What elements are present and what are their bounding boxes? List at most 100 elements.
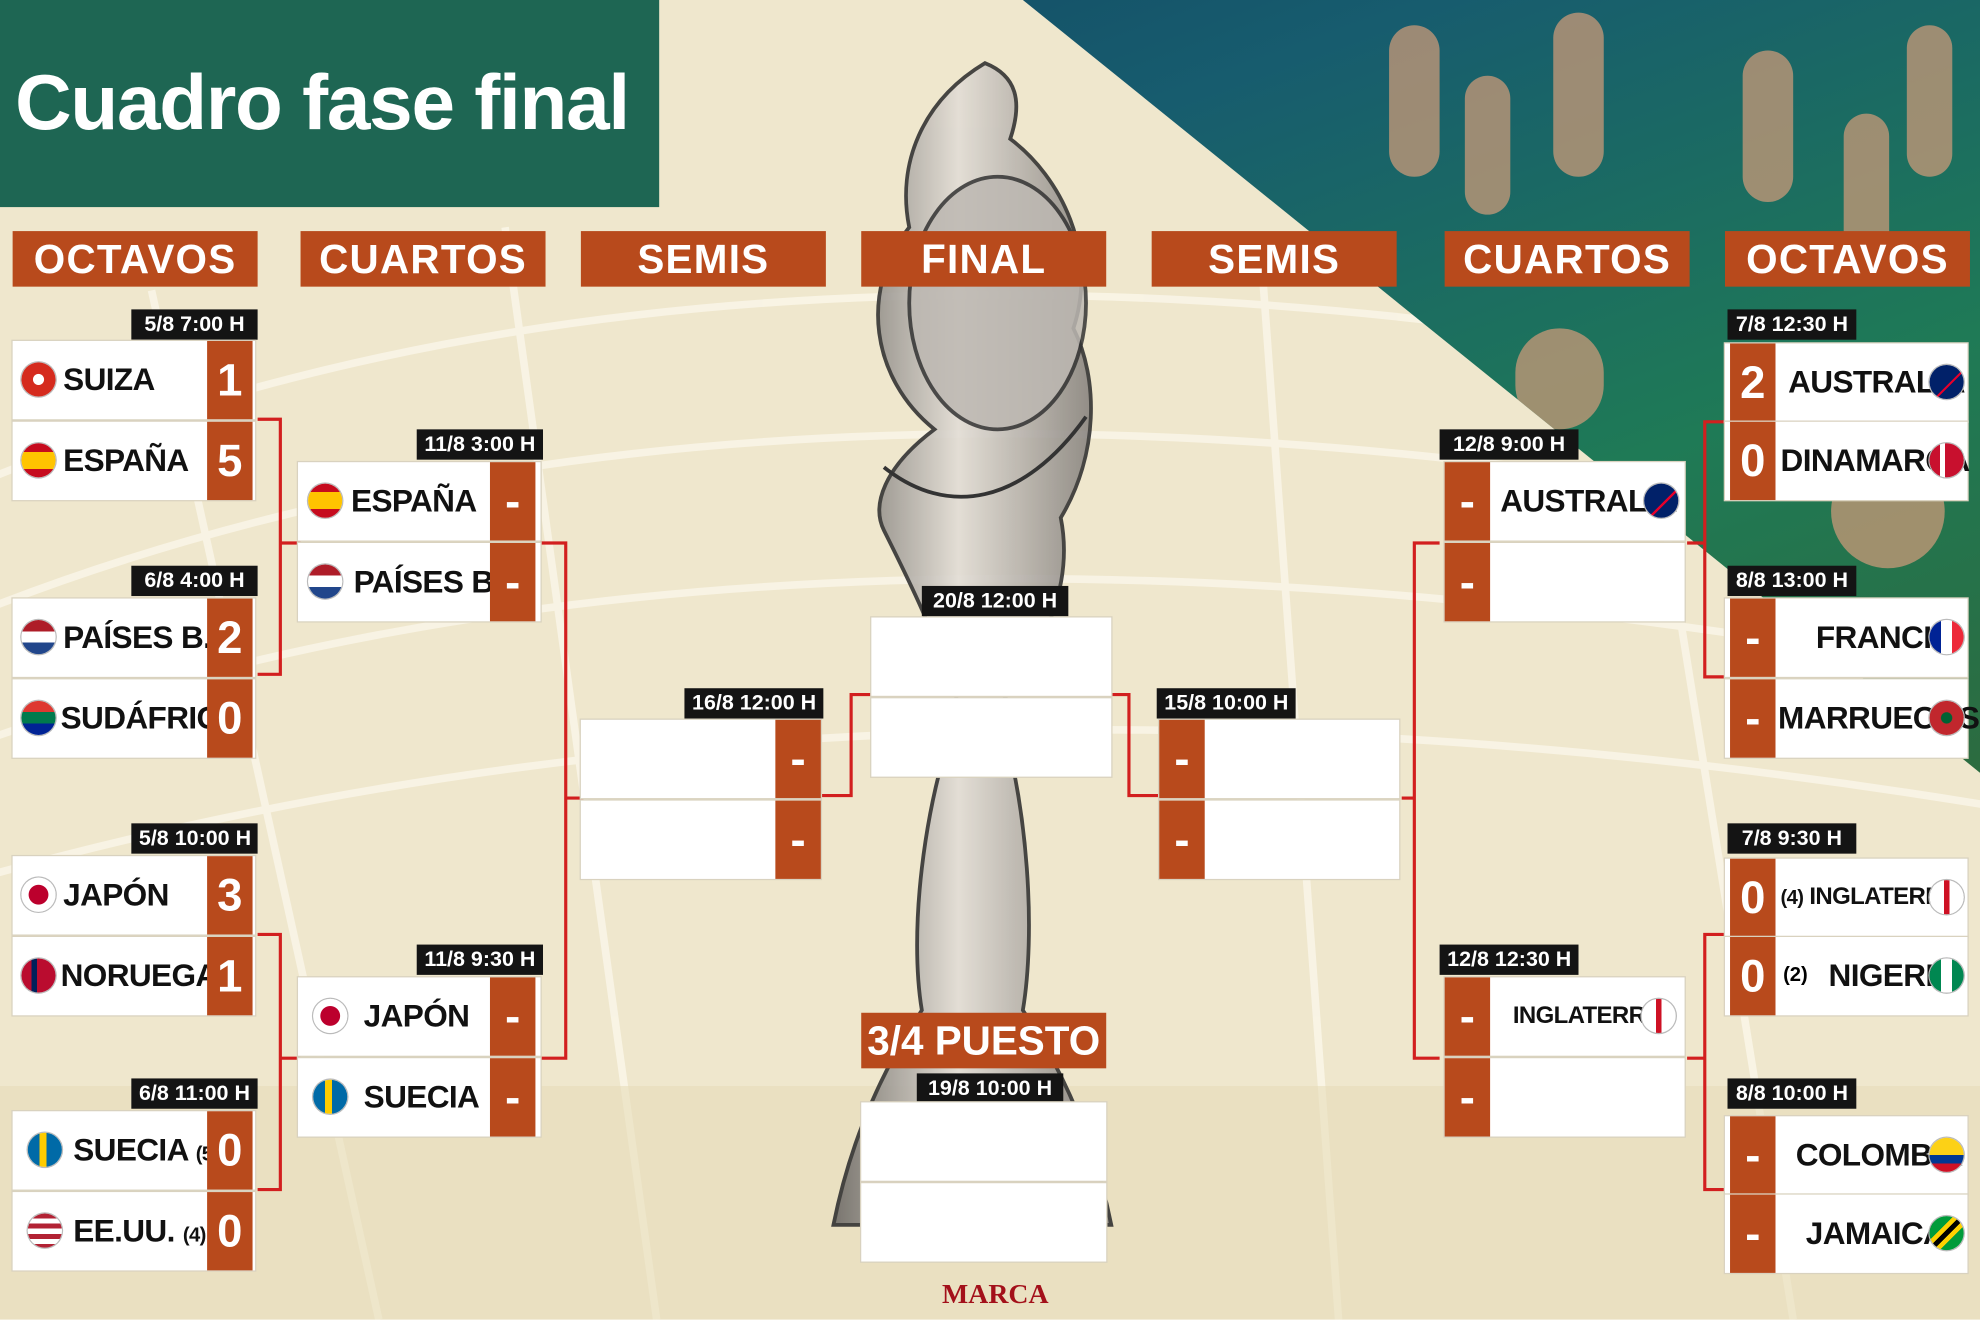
match-row	[861, 1102, 1107, 1181]
page-title: Cuadro fase final	[15, 59, 630, 147]
match-date: 11/8 9:30 H	[416, 944, 544, 975]
match-date: 11/8 3:00 H	[416, 429, 544, 460]
france-flag	[1929, 620, 1964, 655]
team-name: ESPAÑA	[351, 483, 477, 520]
match-row: EE.UU. (4) 0	[12, 1192, 256, 1271]
match-row: 0 (2) NIGERIA	[1724, 936, 1968, 1016]
team-score: 0	[1730, 421, 1776, 501]
match-row: JAPÓN -	[298, 977, 541, 1056]
match-row: SUDÁFRICA 0	[12, 679, 256, 758]
match-row: -	[1159, 719, 1400, 799]
match-date: 6/8 4:00 H	[131, 565, 258, 597]
match-date: 7/8 9:30 H	[1727, 823, 1857, 854]
round-header-left-cuartos: CUARTOS	[300, 231, 546, 287]
match-date: 5/8 10:00 H	[131, 823, 258, 854]
team-name: PAÍSES B.	[353, 564, 503, 600]
match-date: 12/8 9:00 H	[1439, 429, 1579, 460]
match-date: 7/8 12:30 H	[1727, 309, 1857, 340]
match-date: 12/8 12:30 H	[1439, 944, 1579, 975]
team-score: -	[775, 800, 821, 879]
round-header-left-semis: SEMIS	[580, 231, 826, 287]
australia-flag	[1644, 483, 1679, 518]
match-date: 6/8 11:00 H	[131, 1078, 258, 1109]
brand-logo: MARCA	[942, 1277, 1049, 1310]
team-score: -	[1444, 543, 1491, 622]
team-score: -	[489, 462, 536, 541]
round-header-right-semis: SEMIS	[1151, 231, 1397, 287]
penalty-score: (4)	[1780, 887, 1804, 910]
team-score: 3	[207, 856, 253, 935]
nigeria-flag	[1929, 958, 1964, 993]
netherlands-flag	[21, 620, 56, 655]
team-score: -	[489, 543, 536, 622]
match-row: PAÍSES B. -	[298, 543, 541, 622]
team-score: 5	[207, 421, 253, 501]
match-date: 8/8 13:00 H	[1727, 565, 1857, 597]
south-africa-flag	[21, 700, 56, 735]
team-score: -	[1159, 719, 1205, 799]
match-date: 8/8 10:00 H	[1727, 1078, 1857, 1109]
colombia-flag	[1929, 1137, 1964, 1172]
match-row: SUECIA -	[298, 1058, 541, 1137]
team-score: -	[1444, 1058, 1491, 1137]
match-date: 20/8 12:00 H	[921, 585, 1069, 617]
match-row	[871, 698, 1112, 777]
sweden-flag	[313, 1079, 348, 1114]
morocco-flag	[1929, 700, 1964, 735]
match-date: 16/8 12:00 H	[684, 688, 824, 719]
team-score: 0	[1730, 936, 1776, 1016]
match-row: -	[1159, 800, 1400, 879]
match-row: SUECIA (5) 0	[12, 1111, 256, 1190]
team-name: SUECIA	[363, 1079, 480, 1116]
match-row: 0 (4) INGLATERRA	[1724, 858, 1968, 937]
team-name: JAPÓN	[363, 998, 470, 1035]
match-row: - JAMAICA	[1724, 1194, 1968, 1273]
team-score: -	[489, 1058, 536, 1137]
third-place-header: 3/4 PUESTO	[861, 1012, 1107, 1069]
sweden-flag	[27, 1132, 62, 1167]
team-score: -	[1444, 977, 1491, 1056]
team-score: 2	[1730, 343, 1776, 422]
team-name: PAÍSES B.	[63, 620, 212, 656]
penalty-score: (4)	[182, 1224, 206, 1247]
match-row: SUIZA 1	[12, 340, 256, 420]
match-row: ESPAÑA 5	[12, 421, 256, 501]
team-score: -	[1159, 800, 1205, 879]
team-name: JAMAICA	[1805, 1216, 1946, 1252]
england-flag	[1641, 998, 1676, 1033]
team-score: -	[489, 977, 536, 1056]
japan-flag	[313, 998, 348, 1033]
spain-flag	[308, 483, 343, 518]
round-header-left-octavos: OCTAVOS	[12, 231, 258, 287]
australia-flag	[1929, 364, 1964, 400]
team-score: 2	[207, 598, 253, 677]
match-row	[861, 1183, 1107, 1262]
team-score: -	[1444, 462, 1491, 541]
round-header-final: FINAL	[861, 231, 1107, 287]
match-row: -	[1444, 543, 1685, 622]
match-row: - COLOMBIA	[1724, 1116, 1968, 1195]
match-row: PAÍSES B. 2	[12, 598, 256, 677]
team-score: 0	[207, 1111, 253, 1190]
match-row: 2 AUSTRALIA	[1724, 343, 1968, 422]
team-name: INGLATERRA	[1512, 1002, 1663, 1030]
team-name: NORUEGA	[60, 958, 219, 994]
match-row: - MARRUECOS	[1724, 679, 1980, 758]
match-date: 5/8 7:00 H	[131, 309, 258, 340]
penalty-score: (2)	[1783, 964, 1808, 987]
england-flag	[1929, 880, 1964, 915]
match-row: - AUSTRALIA	[1444, 462, 1685, 541]
title-banner: Cuadro fase final	[0, 0, 660, 208]
team-score: -	[775, 719, 821, 799]
round-header-right-cuartos: CUARTOS	[1444, 231, 1690, 287]
round-header-right-octavos: OCTAVOS	[1724, 231, 1970, 287]
denmark-flag	[1929, 443, 1964, 478]
match-date: 15/8 10:00 H	[1156, 688, 1296, 719]
match-row: NORUEGA 1	[12, 936, 256, 1016]
team-score: -	[1730, 1194, 1776, 1273]
match-row: 0 DINAMARCA	[1724, 421, 1970, 501]
team-name: SUECIA (5)	[73, 1111, 219, 1189]
usa-flag	[27, 1213, 62, 1248]
match-row: - INGLATERRA	[1444, 977, 1685, 1056]
